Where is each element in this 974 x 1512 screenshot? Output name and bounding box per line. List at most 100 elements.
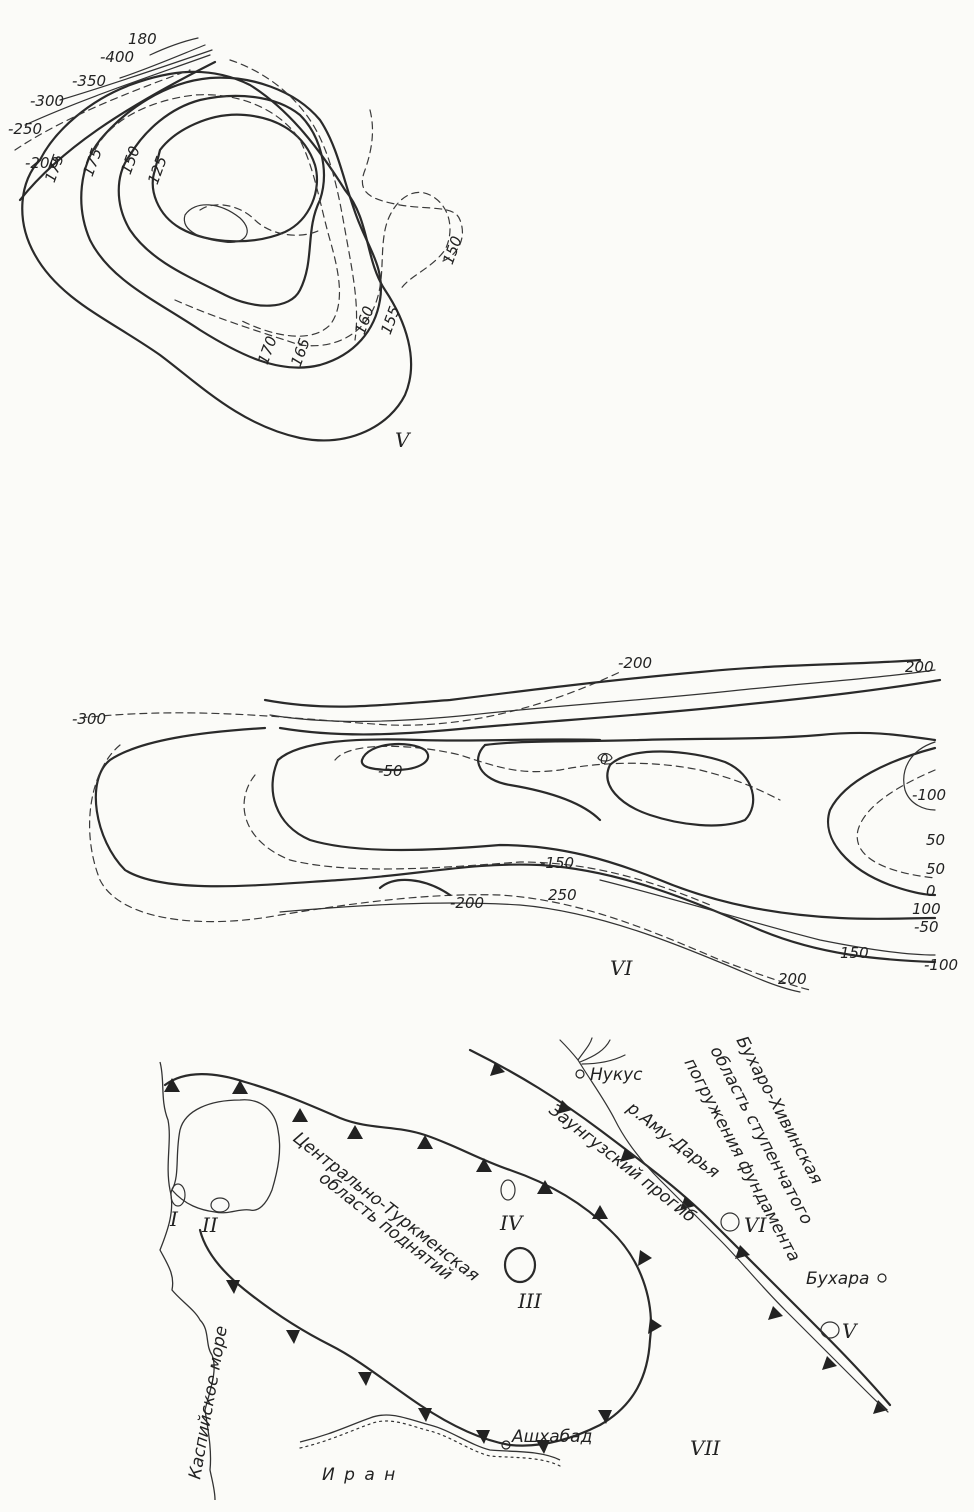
place-iran: И р а н (322, 1465, 397, 1485)
panel-v-contour-map: 180 -400 -350 -300 -250 -200 175 175 150… (8, 30, 466, 452)
contour-4 (151, 113, 319, 243)
contour-dashed-4 (229, 59, 358, 341)
vi-label-150: 150 (840, 944, 869, 962)
label-150b: 150 (439, 234, 466, 267)
vi-label-minus150: -150 (540, 854, 574, 872)
central-uplift-boundary (163, 1073, 652, 1447)
marker-label-iii: III (517, 1289, 543, 1313)
marker-area-iii (503, 1246, 537, 1284)
contour-dashed-5 (199, 204, 321, 236)
contour-vi-dashed-1 (89, 744, 811, 991)
contour-dashed-2 (174, 191, 451, 347)
place-nukus: Нукус (590, 1065, 643, 1085)
contour-vi-top-3 (269, 669, 936, 723)
marker-label-v: V (842, 1319, 859, 1343)
contour-vi-east-lines-1 (599, 879, 936, 956)
vi-label-minus100-e: -100 (912, 786, 946, 804)
contour-outer (21, 70, 413, 442)
contour-vi-dashed-2 (279, 902, 801, 993)
vi-label-minus200-s: -200 (450, 894, 484, 912)
contour-vi-east-bulge (827, 746, 937, 897)
contour-inner (183, 204, 248, 244)
contour-vi-mid (483, 731, 937, 747)
vi-label-50-b: 50 (926, 860, 945, 878)
place-bukhara: Бухара (806, 1269, 869, 1289)
label-minus200: -200 (25, 154, 59, 172)
label-150a: 150 (117, 144, 144, 177)
contour-vi-dashed-3 (243, 774, 711, 906)
region-central-line1: Центрально-Туркменская (289, 1128, 483, 1286)
vi-label-minus50: -50 (378, 762, 403, 780)
contour-vi-mid-2 (477, 743, 602, 822)
contour-vi-zero (606, 750, 755, 827)
vi-label-200-s: 200 (778, 970, 807, 988)
vi-label-200-ne: 200 (905, 658, 934, 676)
contour-vi-minus50 (360, 743, 430, 772)
marker-area-ii (210, 1197, 230, 1213)
label-160: 160 (351, 304, 378, 337)
iran-border (299, 1414, 561, 1461)
label-125: 125 (144, 154, 171, 187)
iran-border-ticks (299, 1420, 561, 1467)
vi-label-minus300: -300 (72, 710, 106, 728)
marker-area-v (820, 1321, 840, 1339)
caspian-coastline (159, 1061, 216, 1501)
panel-vii-roman: VII (690, 1436, 721, 1460)
label-minus300: -300 (30, 92, 64, 110)
contour-vi-south-arc (378, 878, 452, 897)
contour-vi-top-1 (79, 671, 621, 726)
contour-3 (117, 94, 325, 307)
nukus-city-dot (575, 1069, 585, 1079)
label-minus350: -350 (72, 72, 106, 90)
contour-dashed-3 (361, 109, 463, 263)
amu-darya-delta (559, 1037, 626, 1065)
marker-label-iv: IV (499, 1211, 525, 1235)
label-minus250: -250 (8, 120, 42, 138)
contour-dashed-1 (94, 94, 340, 337)
label-170: 170 (254, 334, 281, 367)
vi-label-50-a: 50 (926, 831, 945, 849)
region-zaunguz: Заунгузский прогиб (545, 1100, 699, 1227)
label-180: 180 (128, 30, 157, 48)
contour-nw-6 (14, 69, 191, 151)
contour-nw-4 (119, 44, 206, 79)
vi-label-100: 100 (912, 900, 941, 918)
vi-label-0-small: 0 (600, 753, 608, 768)
panel-v-roman: V (395, 428, 412, 452)
label-175b: 175 (79, 146, 106, 179)
zaunguz-boundary (468, 1048, 892, 1407)
label-155: 155 (377, 304, 404, 337)
contour-2 (80, 76, 383, 369)
marker-label-i: I (169, 1207, 179, 1231)
panel-vii-location-map: I II III IV V VI Нукус р.Аму-Дарья Бухар… (159, 1033, 892, 1501)
place-caspian: Каспийское море (185, 1324, 232, 1481)
vi-label-0: 0 (926, 882, 936, 900)
vi-label-minus200: -200 (618, 654, 652, 672)
contour-vi-top-2 (263, 658, 922, 708)
bukhara-city-dot (877, 1273, 887, 1283)
contour-vi-top-4 (278, 678, 942, 736)
kara-bogaz-gulf (171, 1099, 281, 1214)
contour-vi-dashed-4 (334, 745, 781, 801)
ashgabat-city-dot (501, 1440, 511, 1450)
contour-vi-small-ellipse (597, 752, 613, 762)
vi-label-minus50-se: -50 (914, 918, 939, 936)
contour-nw-5 (149, 37, 199, 56)
contour-vi-east-inner (903, 741, 936, 811)
place-ashgabat: Ашхабад (511, 1427, 592, 1447)
label-165: 165 (287, 336, 314, 369)
vi-label-250: 250 (548, 886, 577, 904)
vi-label-minus100-se: -100 (924, 956, 958, 974)
zaunguz-boundary-teeth (490, 1062, 888, 1414)
contour-nw-3 (59, 49, 213, 101)
region-central-line2: область поднятий (315, 1168, 456, 1284)
amu-darya-river (577, 1059, 889, 1413)
panel-vi-roman: VI (610, 956, 633, 980)
marker-area-iv (500, 1179, 516, 1201)
panel-vi-contour-map: -300 -200 200 -50 0 -100 50 50 0 100 -50… (72, 654, 958, 993)
contour-vi-inner-2 (276, 738, 602, 762)
contour-vi-outer-west (94, 726, 937, 964)
uplift-boundary-teeth (164, 1078, 662, 1454)
